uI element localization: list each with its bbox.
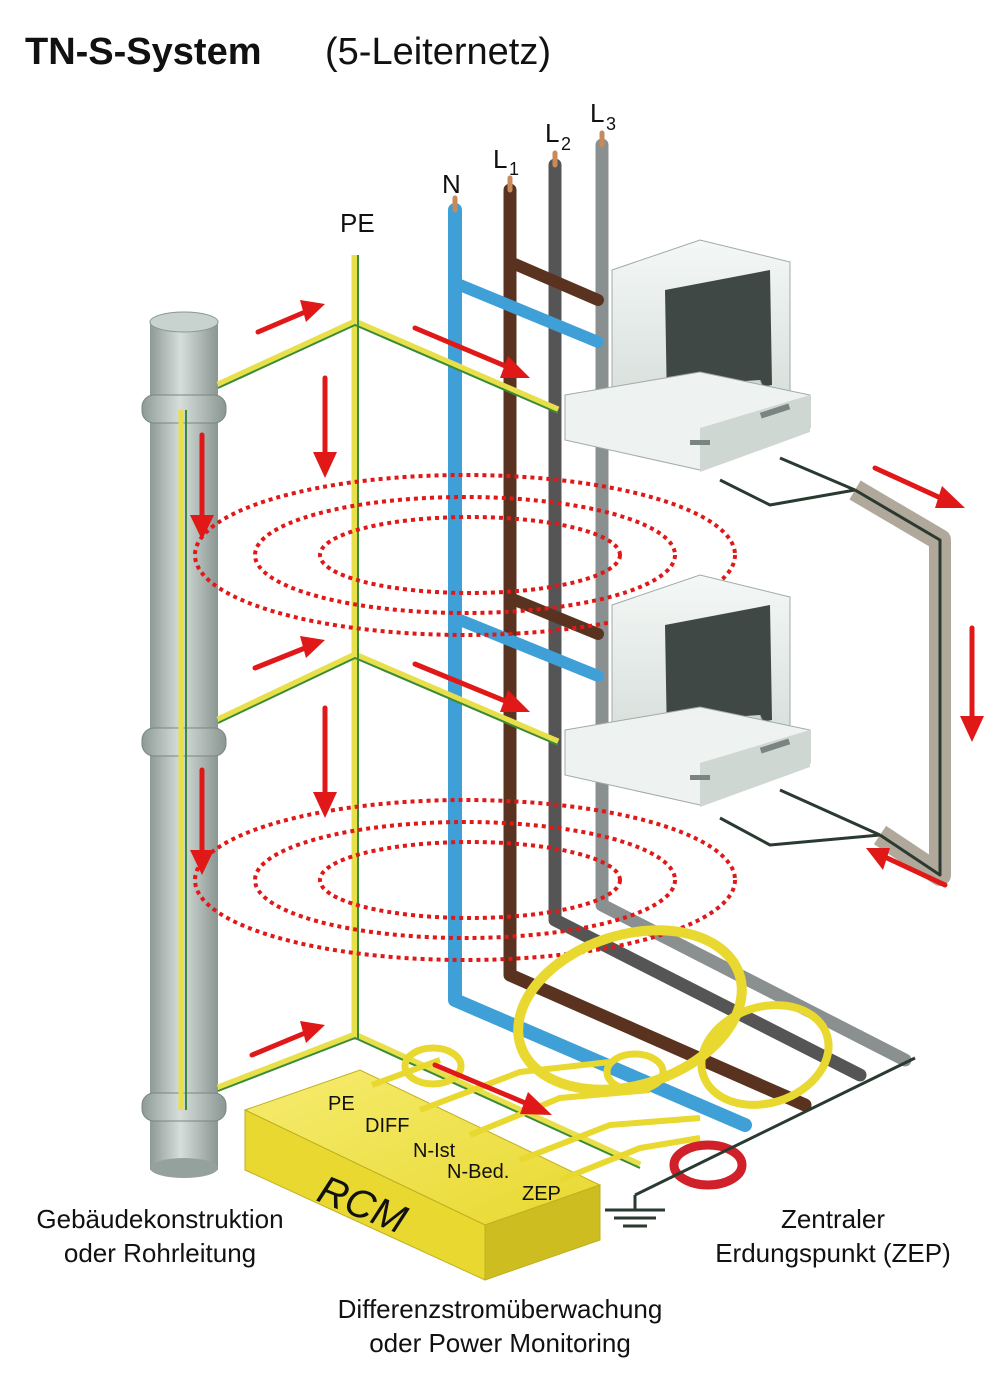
title-main: TN-S-System xyxy=(25,31,262,73)
label-l1-sub: 1 xyxy=(509,159,519,179)
arrow-icon xyxy=(190,767,214,875)
caption-building-2: oder Rohrleitung xyxy=(64,1238,256,1268)
arrow-icon xyxy=(255,300,325,335)
current-arrows xyxy=(190,300,984,1115)
arrow-icon xyxy=(412,325,530,378)
current-transformers xyxy=(401,925,833,1190)
arrow-icon xyxy=(249,1021,325,1058)
pe-conductor xyxy=(216,255,642,1169)
caption-zep-1: Zentraler xyxy=(781,1204,885,1234)
label-n: N xyxy=(442,169,461,199)
arrow-icon xyxy=(866,848,948,888)
rcm-input-n-bed: N-Bed. xyxy=(447,1161,509,1183)
rcm-input-n-ist: N-Ist xyxy=(413,1140,456,1162)
arrow-icon xyxy=(432,1062,552,1115)
arrow-icon xyxy=(872,465,965,508)
label-l2-sub: 2 xyxy=(561,134,571,154)
caption-zep-2: Erdungspunkt (ZEP) xyxy=(715,1238,951,1268)
magnetic-field-icon xyxy=(193,473,737,962)
zep-ring xyxy=(669,1140,747,1190)
caption-monitor-2: oder Power Monitoring xyxy=(369,1328,631,1358)
computer-icon xyxy=(564,371,811,472)
computer-top xyxy=(564,239,811,472)
conductor-labels: PE N L 1 L 2 L 3 xyxy=(340,98,616,238)
diagram-title: TN-S-System (5-Leiternetz) xyxy=(25,31,551,73)
arrow-icon xyxy=(252,636,325,671)
building-pipe xyxy=(141,311,227,1178)
ground-symbol-icon xyxy=(605,1195,665,1228)
captions: Gebäudekonstruktion oder Rohrleitung Zen… xyxy=(36,1204,950,1358)
label-pe: PE xyxy=(340,208,375,238)
zep-busbar xyxy=(634,1056,916,1197)
label-l3-sub: 3 xyxy=(606,114,616,134)
arrow-icon xyxy=(412,661,530,712)
arrow-icon xyxy=(313,705,337,818)
label-l1: L xyxy=(493,144,507,174)
caption-monitor-1: Differenzstromüberwachung xyxy=(338,1294,663,1324)
arrow-icon xyxy=(960,625,984,742)
rcm-input-diff: DIFF xyxy=(365,1115,409,1137)
data-cable xyxy=(719,456,951,886)
rcm-input-pe: PE xyxy=(328,1093,355,1115)
arrow-icon xyxy=(190,432,214,540)
label-l3: L xyxy=(590,98,604,128)
title-sub: (5-Leiternetz) xyxy=(325,31,551,73)
computer-bottom xyxy=(564,574,811,807)
rcm-input-zep: ZEP xyxy=(522,1183,561,1205)
computer-icon xyxy=(564,706,811,807)
rcm-inputs: PE DIFF N-Ist N-Bed. ZEP xyxy=(328,1093,561,1205)
caption-building-1: Gebäudekonstruktion xyxy=(36,1204,283,1234)
label-l2: L xyxy=(545,118,559,148)
rcm-device xyxy=(243,1057,701,1281)
arrow-icon xyxy=(313,375,337,478)
